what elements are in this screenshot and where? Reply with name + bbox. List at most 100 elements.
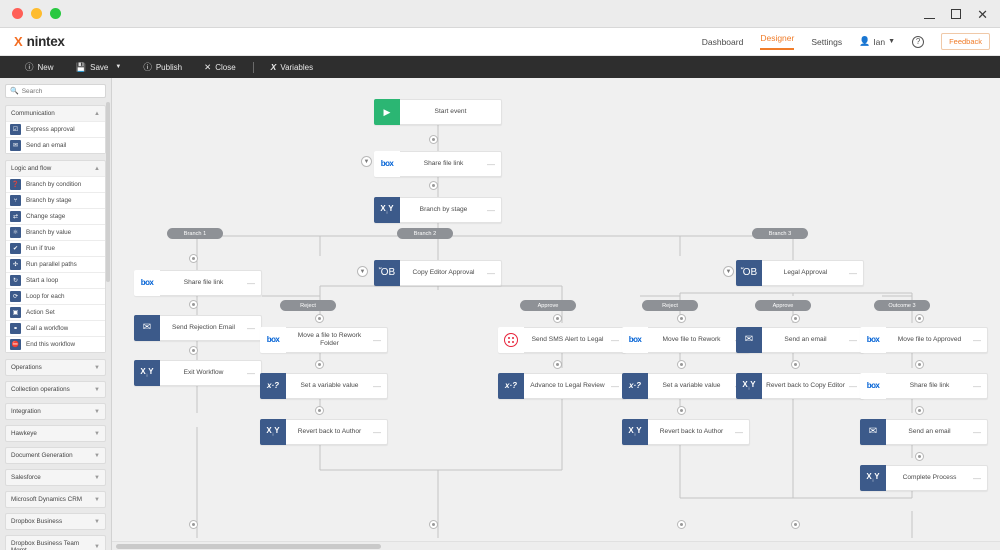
node-context-menu-icon[interactable]: — [735,427,743,437]
add-action-button[interactable] [315,406,324,415]
branch-label-pill[interactable]: Outcome 3 [874,300,930,311]
add-action-button[interactable] [915,452,924,461]
workflow-node[interactable]: ▶Start event [374,99,502,125]
scrollbar-thumb[interactable] [116,544,381,549]
node-context-menu-icon[interactable]: — [973,335,981,345]
toolbox-group-collapsed[interactable]: Hawkeye▼ [5,425,106,442]
workflow-node[interactable]: x·?Advance to Legal Review— [498,373,626,399]
toolbox-group-collapsed[interactable]: Microsoft Dynamics CRM▼ [5,491,106,508]
add-action-button[interactable] [915,314,924,323]
toolbox-group-collapsed[interactable]: Document Generation▼ [5,447,106,464]
help-icon[interactable]: ? [912,35,925,48]
toolbox-group-collapsed[interactable]: Dropbox Business Team Mgmt▼ [5,535,106,550]
nav-dashboard[interactable]: Dashboard [701,36,744,47]
search-input[interactable] [21,87,101,95]
branch-label-pill[interactable]: Branch 3 [752,228,808,239]
branch-label-pill[interactable]: Branch 2 [397,228,453,239]
node-context-menu-icon[interactable]: — [487,205,495,215]
nav-settings[interactable]: Settings [811,36,843,47]
chevron-down-icon[interactable]: ▼ [94,430,100,437]
node-context-menu-icon[interactable]: — [247,368,255,378]
node-context-menu-icon[interactable]: — [849,268,857,278]
chevron-up-icon[interactable]: ▲ [94,110,100,117]
add-action-button[interactable] [677,406,686,415]
chevron-down-icon[interactable]: ▼ [94,474,100,481]
canvas-horizontal-scrollbar[interactable] [112,541,1000,550]
close-workflow-button[interactable]: ✕ Close [193,62,247,73]
branch-label-pill[interactable]: Reject [280,300,336,311]
toolbox-action-item[interactable]: ⚭Call a workflow [6,320,105,336]
toolbox-action-item[interactable]: ⟳Loop for each [6,288,105,304]
node-context-menu-icon[interactable]: — [373,381,381,391]
variables-button[interactable]: X Variables [260,62,324,72]
branch-label-pill[interactable]: Reject [642,300,698,311]
toolbox-action-item[interactable]: ✣Run parallel paths [6,256,105,272]
add-action-button[interactable] [189,254,198,263]
node-context-menu-icon[interactable]: — [373,335,381,345]
add-action-button[interactable] [915,406,924,415]
add-action-button[interactable] [791,520,800,529]
chevron-down-icon[interactable]: ▼ [94,452,100,459]
add-action-button[interactable] [791,314,800,323]
chevron-down-icon[interactable]: ▼ [94,408,100,415]
publish-button[interactable]: ⓘ Publish [132,61,193,73]
add-action-button[interactable] [677,314,686,323]
node-context-menu-icon[interactable]: — [611,381,619,391]
toolbox-group-collapsed[interactable]: Salesforce▼ [5,469,106,486]
add-action-button[interactable] [677,360,686,369]
maximize-icon[interactable] [951,8,962,21]
add-action-button[interactable] [429,520,438,529]
node-context-menu-icon[interactable]: — [247,323,255,333]
new-button[interactable]: ⓘ New [14,61,65,73]
node-context-menu-icon[interactable]: — [373,427,381,437]
toolbox-group-collapsed[interactable]: Integration▼ [5,403,106,420]
close-traffic-light[interactable] [12,8,23,19]
minimize-icon[interactable] [924,8,936,21]
collapse-branch-chevron-icon[interactable]: ▼ [723,266,734,277]
chevron-down-icon[interactable]: ▼ [94,496,100,503]
node-context-menu-icon[interactable]: — [247,278,255,288]
branch-label-pill[interactable]: Approve [520,300,576,311]
toolbox-action-item[interactable]: ⛔End this workflow [6,336,105,352]
toolbox-action-item[interactable]: ↻Start a loop [6,272,105,288]
workflow-node[interactable]: ✉Send an email— [860,419,988,445]
node-context-menu-icon[interactable]: — [487,268,495,278]
add-action-button[interactable] [553,360,562,369]
collapse-branch-chevron-icon[interactable]: ▼ [361,156,372,167]
toolbox-action-item[interactable]: ❓Branch by condition [6,176,105,192]
collapse-branch-chevron-icon[interactable]: ▼ [357,266,368,277]
sidebar-scrollbar[interactable] [106,102,110,282]
search-box[interactable]: 🔍 [5,84,106,98]
user-menu[interactable]: 👤 Ian ▼ [859,36,895,47]
toolbox-action-item[interactable]: ⑂Branch by stage [6,192,105,208]
add-action-button[interactable] [189,300,198,309]
zoom-traffic-light[interactable] [50,8,61,19]
workflow-node[interactable]: x·?Set a variable value— [622,373,750,399]
toolbox-action-item[interactable]: ▣Action Set [6,304,105,320]
add-action-button[interactable] [915,360,924,369]
save-button[interactable]: 💾 Save ▼ [65,62,133,73]
chevron-down-icon[interactable]: ▼ [94,544,100,550]
add-action-button[interactable] [677,520,686,529]
add-action-button[interactable] [315,360,324,369]
nintex-logo[interactable]: X nintex [14,34,65,49]
add-action-button[interactable] [189,346,198,355]
close-icon[interactable]: ✕ [977,6,988,22]
toolbox-action-item[interactable]: ⚛Branch by value [6,224,105,240]
chevron-down-icon[interactable]: ▼ [94,386,100,393]
workflow-node[interactable]: Send SMS Alert to Legal— [498,327,626,353]
minimize-traffic-light[interactable] [31,8,42,19]
node-context-menu-icon[interactable]: — [487,159,495,169]
